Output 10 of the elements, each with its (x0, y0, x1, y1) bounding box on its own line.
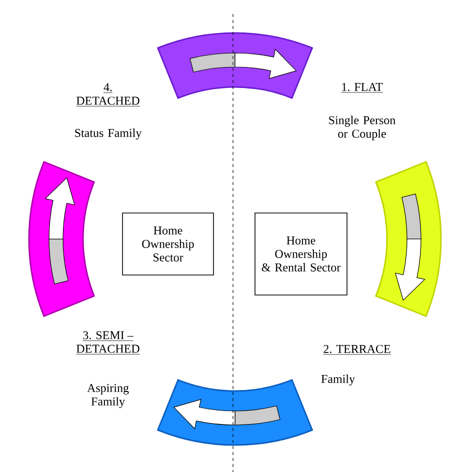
stage-heading: 2. TERRACE (322, 344, 392, 355)
stage-heading: 1. FLAT (340, 82, 384, 93)
stage-description: Status Family (75, 128, 142, 140)
stage-description: Aspiring Family (87, 384, 129, 408)
stage-description: Single Person or Couple (329, 116, 396, 140)
sector-box: Home Ownership Sector (122, 212, 214, 276)
stage-heading: 3. SEMI – DETACHED (76, 331, 140, 354)
stage-description: Family (321, 374, 355, 386)
sector-box: Home Ownership & Rental Sector (254, 212, 348, 296)
stage-heading: 4. DETACHED (76, 83, 140, 106)
